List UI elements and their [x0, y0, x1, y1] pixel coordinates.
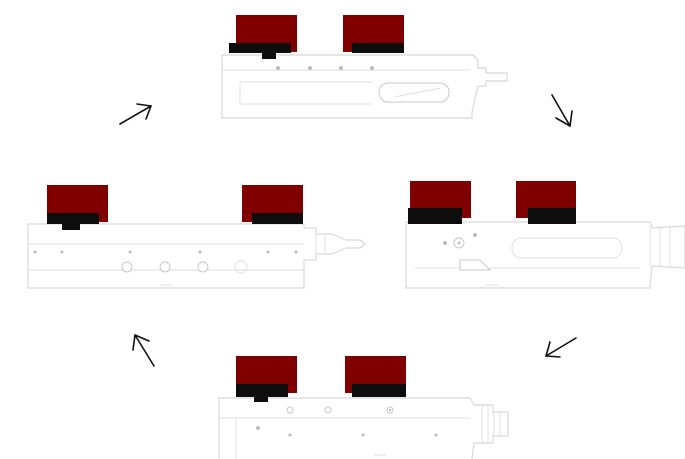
receiver-body-left — [27, 223, 366, 289]
mount-2 — [345, 356, 406, 397]
mount-1 — [236, 356, 297, 402]
mount-clamp — [408, 208, 462, 224]
receiver-body-bottom — [218, 397, 509, 459]
mount-clamp — [236, 384, 288, 397]
mount-2 — [516, 181, 576, 224]
receiver-body-top — [221, 54, 508, 119]
receiver-view-top — [221, 15, 508, 119]
trigger-slot — [459, 259, 492, 271]
ejection-port — [378, 82, 450, 103]
arrow-up-left-icon — [132, 334, 155, 367]
receiver-body-right — [405, 221, 685, 289]
mount-clamp — [352, 384, 406, 397]
mount-clamp-foot — [254, 397, 268, 402]
arrow-down-left-icon — [545, 337, 577, 358]
mount-1 — [47, 185, 108, 230]
receiver-view-bottom — [218, 356, 509, 459]
ejection-port — [511, 237, 623, 259]
arrow-down-right-icon — [551, 94, 573, 127]
mount-clamp-foot — [62, 224, 80, 230]
receiver-view-left — [27, 185, 366, 289]
mount-clamp — [229, 43, 291, 53]
mount-clamp — [528, 208, 576, 224]
mount-1 — [229, 15, 297, 59]
receiver-view-right — [405, 181, 685, 289]
mount-clamp — [252, 213, 303, 224]
mount-2 — [343, 15, 404, 53]
arrow-up-right-icon — [119, 103, 152, 125]
mount-clamp-foot — [262, 53, 276, 59]
mount-clamp — [352, 43, 404, 53]
mount-clamp — [47, 213, 99, 224]
mount-1 — [408, 181, 471, 224]
mount-2 — [242, 185, 303, 224]
